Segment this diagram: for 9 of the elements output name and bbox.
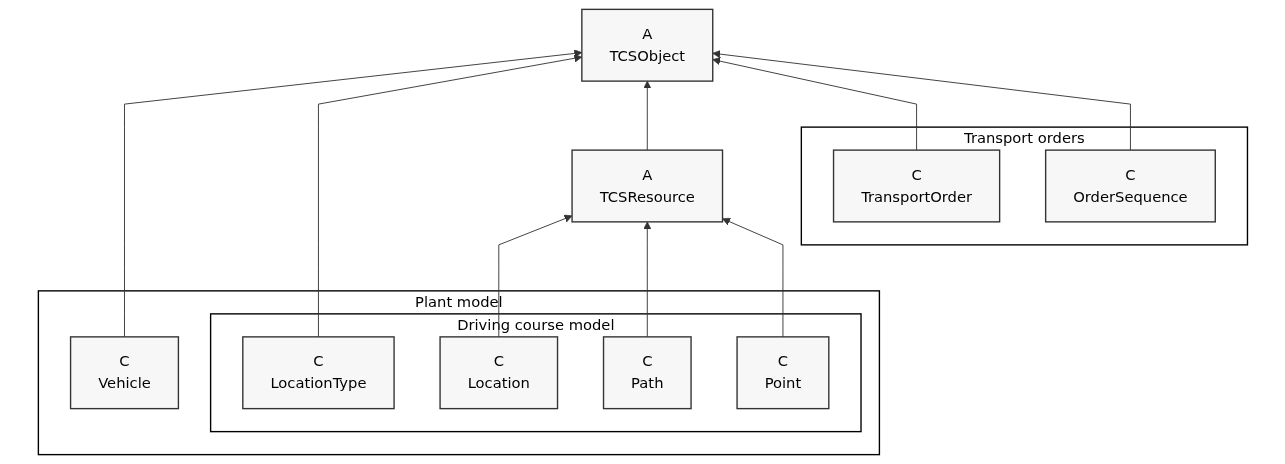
node-box: C Location: [438, 336, 558, 410]
node-box: C Point: [735, 336, 830, 410]
node-box: C OrderSequence: [1044, 149, 1216, 223]
node-box: C LocationType: [241, 336, 395, 410]
node-box: C Path: [602, 336, 692, 410]
node-box: A TCSResource: [570, 149, 723, 223]
node-box: C TransportOrder: [832, 149, 1000, 223]
node-box: A TCSObject: [580, 8, 713, 82]
node-box: C Vehicle: [69, 336, 179, 410]
